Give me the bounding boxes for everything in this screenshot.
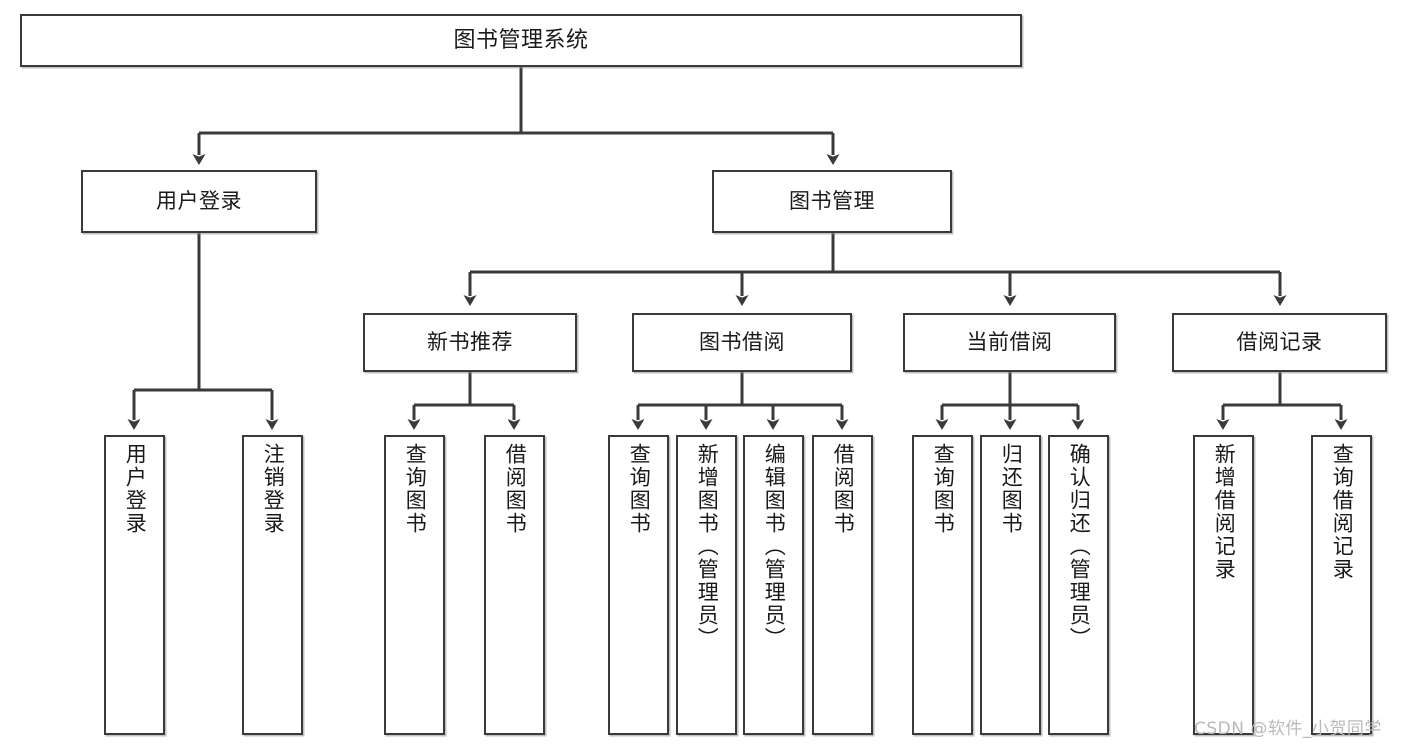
node-label: 归还图书 — [999, 443, 1024, 535]
node-label: 借阅图书 — [831, 443, 856, 535]
node-label: 图书借阅 — [699, 330, 785, 355]
node-borrow-record[interactable]: 借阅记录 — [1172, 313, 1387, 372]
node-label: 当前借阅 — [966, 330, 1053, 355]
node-label: 图书管理系统 — [453, 27, 589, 53]
node-label: 查询图书 — [627, 443, 652, 535]
node-label: 借阅图书 — [503, 443, 528, 535]
node-user-login[interactable]: 用户登录 — [81, 170, 317, 233]
node-label: 新增借阅记录 — [1212, 443, 1237, 581]
node-label: 查询图书 — [931, 443, 956, 535]
leaf-query-borrow-record[interactable]: 查询借阅记录 — [1311, 435, 1372, 735]
node-label: 编辑图书（管理员） — [762, 443, 787, 650]
node-new-book-recommend[interactable]: 新书推荐 — [363, 313, 577, 372]
leaf-borrow-book[interactable]: 借阅图书 — [812, 435, 873, 735]
leaf-confirm-return-admin[interactable]: 确认归还（管理员） — [1048, 435, 1109, 735]
leaf-query-book-current[interactable]: 查询图书 — [912, 435, 973, 735]
node-book-borrow[interactable]: 图书借阅 — [632, 313, 852, 372]
node-label: 用户登录 — [156, 189, 242, 214]
leaf-query-book-borrow[interactable]: 查询图书 — [608, 435, 669, 735]
node-label: 查询借阅记录 — [1330, 443, 1355, 581]
node-label: 图书管理 — [789, 189, 875, 214]
node-root-system[interactable]: 图书管理系统 — [20, 14, 1022, 67]
node-book-manage[interactable]: 图书管理 — [712, 170, 952, 233]
node-label: 查询图书 — [403, 443, 428, 535]
leaf-return-book[interactable]: 归还图书 — [980, 435, 1041, 735]
node-label: 借阅记录 — [1236, 330, 1323, 355]
node-label: 确认归还（管理员） — [1067, 443, 1092, 650]
node-label: 新增图书（管理员） — [695, 443, 720, 650]
leaf-edit-book-admin[interactable]: 编辑图书（管理员） — [743, 435, 804, 735]
leaf-add-borrow-record[interactable]: 新增借阅记录 — [1193, 435, 1254, 735]
node-label: 注销登录 — [261, 443, 286, 535]
leaf-add-book-admin[interactable]: 新增图书（管理员） — [676, 435, 737, 735]
csdn-watermark: CSDN @软件_小贺同学 — [1194, 719, 1382, 739]
leaf-query-book-recommend[interactable]: 查询图书 — [384, 435, 445, 735]
leaf-borrow-book-recommend[interactable]: 借阅图书 — [484, 435, 545, 735]
node-label: 新书推荐 — [427, 330, 513, 355]
leaf-user-login[interactable]: 用户登录 — [104, 435, 165, 735]
node-label: 用户登录 — [123, 443, 148, 535]
node-current-borrow[interactable]: 当前借阅 — [903, 313, 1116, 372]
leaf-logout[interactable]: 注销登录 — [242, 435, 303, 735]
